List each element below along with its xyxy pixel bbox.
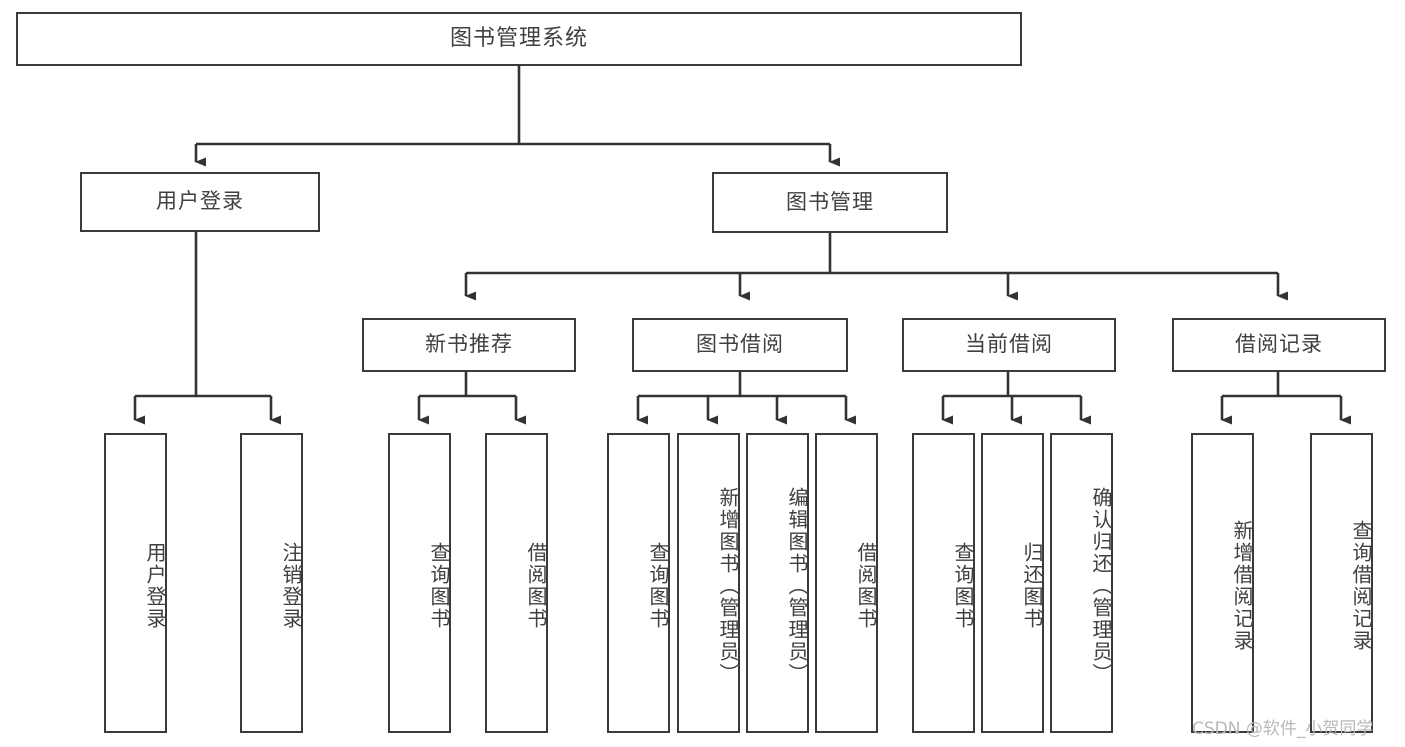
leaf-current-confirm-return-admin[interactable]: 确认归还（管理员） bbox=[1050, 433, 1113, 733]
watermark-text: CSDN @软件_小贺同学 bbox=[1192, 719, 1374, 739]
leaf-user-login-login[interactable]: 用户登录 bbox=[104, 433, 167, 733]
node-label: 图书借阅 bbox=[696, 332, 784, 357]
leaf-borrow-borrow-book[interactable]: 借阅图书 bbox=[815, 433, 878, 733]
node-borrow-record[interactable]: 借阅记录 bbox=[1172, 318, 1386, 372]
leaf-user-login-logout[interactable]: 注销登录 bbox=[240, 433, 303, 733]
leaf-borrow-query-book[interactable]: 查询图书 bbox=[607, 433, 670, 733]
node-label: 查询借阅记录 bbox=[1349, 520, 1373, 652]
leaf-borrow-add-book-admin[interactable]: 新增图书（管理员） bbox=[677, 433, 740, 733]
leaf-new-book-query[interactable]: 查询图书 bbox=[388, 433, 451, 733]
node-label: 查询图书 bbox=[427, 542, 451, 630]
node-label: 用户登录 bbox=[156, 189, 244, 214]
node-label: 编辑图书（管理员） bbox=[785, 487, 809, 685]
node-current-borrow[interactable]: 当前借阅 bbox=[902, 318, 1116, 372]
node-label: 新书推荐 bbox=[425, 332, 513, 357]
leaf-borrow-edit-book-admin[interactable]: 编辑图书（管理员） bbox=[746, 433, 809, 733]
node-label: 借阅记录 bbox=[1235, 332, 1323, 357]
node-label: 当前借阅 bbox=[965, 332, 1053, 357]
node-root-book-management-system[interactable]: 图书管理系统 bbox=[16, 12, 1022, 66]
node-label: 图书管理 bbox=[786, 189, 874, 214]
node-new-book-recommend[interactable]: 新书推荐 bbox=[362, 318, 576, 372]
leaf-current-return-book[interactable]: 归还图书 bbox=[981, 433, 1044, 733]
node-label: 新增图书（管理员） bbox=[716, 487, 740, 685]
node-user-login[interactable]: 用户登录 bbox=[80, 172, 320, 232]
node-label: 借阅图书 bbox=[524, 542, 548, 630]
node-label: 确认归还（管理员） bbox=[1089, 487, 1113, 685]
leaf-new-book-borrow[interactable]: 借阅图书 bbox=[485, 433, 548, 733]
node-label: 注销登录 bbox=[279, 542, 303, 630]
node-book-borrow[interactable]: 图书借阅 bbox=[632, 318, 848, 372]
node-book-management[interactable]: 图书管理 bbox=[712, 172, 948, 233]
node-label: 借阅图书 bbox=[854, 542, 878, 630]
node-label: 用户登录 bbox=[143, 542, 167, 630]
node-label: 归还图书 bbox=[1020, 542, 1044, 630]
leaf-record-add-record[interactable]: 新增借阅记录 bbox=[1191, 433, 1254, 733]
leaf-current-query-book[interactable]: 查询图书 bbox=[912, 433, 975, 733]
node-label: 查询图书 bbox=[646, 542, 670, 630]
node-label: 新增借阅记录 bbox=[1230, 520, 1254, 652]
node-label: 查询图书 bbox=[951, 542, 975, 630]
node-label: 图书管理系统 bbox=[449, 25, 588, 51]
leaf-record-query-record[interactable]: 查询借阅记录 bbox=[1310, 433, 1373, 733]
